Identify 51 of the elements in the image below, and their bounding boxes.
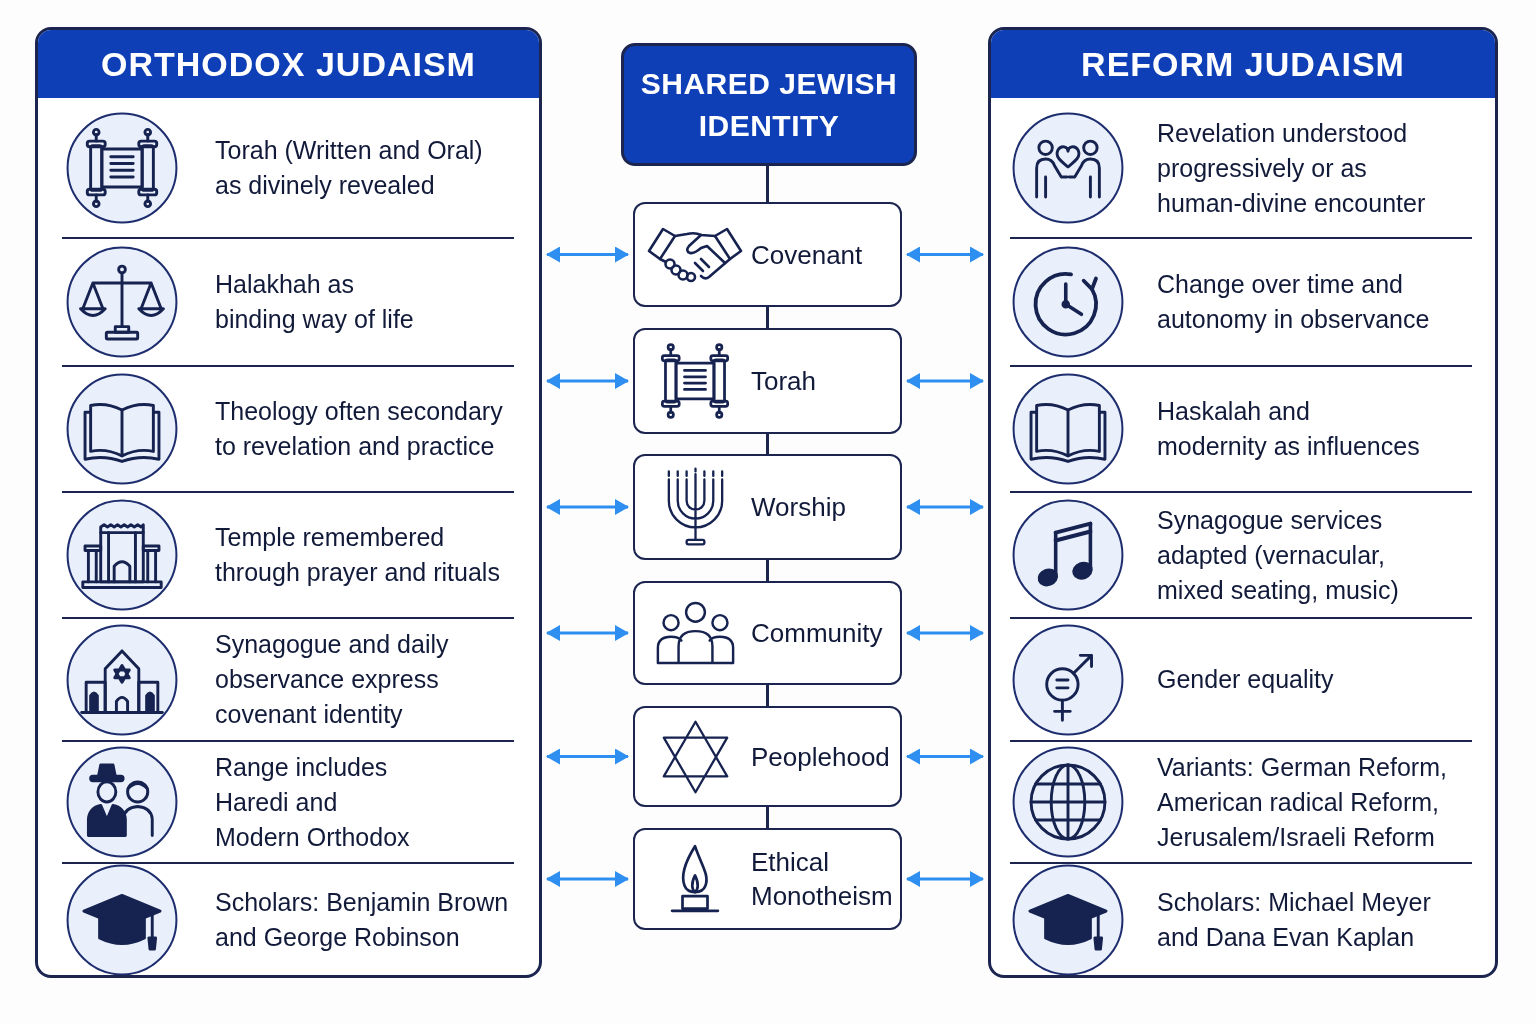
connector-line [766,685,769,706]
concept-label: Peoplehood [751,740,890,774]
description-text: Synagogue services adapted (vernacular, mixed seating, music) [1157,504,1400,606]
double-arrow [906,625,984,641]
double-arrow [546,748,629,765]
concept-card [633,454,902,560]
connector-line [766,434,769,454]
double-arrow [906,748,984,765]
comparison-panel [988,27,1498,978]
concept-card [633,706,902,807]
concept-label: Torah [751,365,817,398]
description-text: Halakhah as binding way of life [215,269,415,335]
concept-card [633,581,902,685]
description-text: Scholars: Michael Meyer and Dana Evan Kaplan [1157,886,1432,953]
double-arrow [546,499,629,515]
description-text: Range includes Haredi and Modern Orthodox [215,751,411,853]
double-arrow [546,246,629,263]
double-arrow [906,246,984,263]
description-text: Scholars: Benjamin Brown and George Robinson [215,886,510,953]
connector-line [766,807,769,828]
section-heading: SHARED JEWISH IDENTITY [621,43,917,166]
double-arrow [546,625,629,641]
list-row [62,862,514,975]
concept-label: Ethical Monotheism [751,846,894,913]
description-text: Revelation understood progressively or as human-divine encounter [1157,117,1427,219]
panel-heading: ORTHODOX JUDAISM [38,30,539,98]
panel-heading: REFORM JUDAISM [991,30,1495,98]
concept-label: Worship [751,491,846,524]
double-arrow [906,499,984,515]
list-row [1010,862,1472,975]
concept-card [633,202,902,307]
concept-label: Covenant [751,238,863,272]
description-text: Variants: German Reform, American radical Reform, Jerusalem/Israeli Reform [1157,751,1448,853]
double-arrow [906,373,984,389]
description-text: Change over time and autonomy in observance [1157,269,1431,335]
connector-line [766,166,769,202]
description-text: Temple remembered through prayer and rituals [215,522,501,588]
connector-line [766,307,769,328]
concept-label: Community [751,617,883,650]
double-arrow [546,871,629,887]
double-arrow [906,871,984,887]
description-text: Synagogue and daily observance express covenant identity [215,629,450,730]
comparison-panel [35,27,542,978]
connector-line [766,560,769,581]
double-arrow [546,373,629,389]
description-text: Theology often secondary to revelation and practice [215,396,504,462]
description-text: Gender equality [1157,664,1334,695]
concept-card [633,828,902,930]
concept-card [633,328,902,434]
description-text: Haskalah and modernity as influences [1157,396,1421,462]
description-text: Torah (Written and Oral) as divinely revealed [215,135,484,201]
